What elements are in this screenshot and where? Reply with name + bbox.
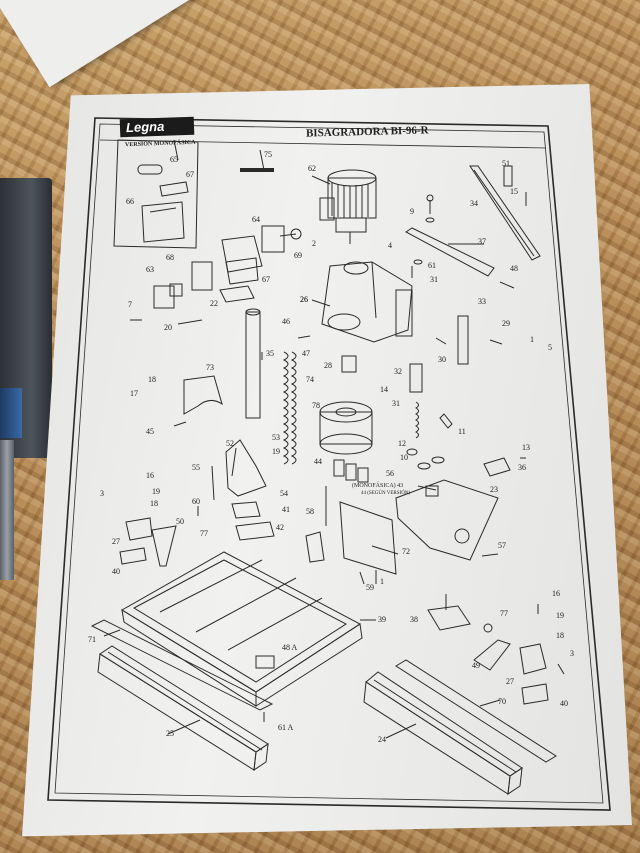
- part-label: 66: [126, 197, 134, 206]
- part-label: 28: [324, 361, 332, 370]
- part-label: 67: [186, 170, 194, 179]
- part-label: 57: [498, 541, 506, 550]
- part-label: 30: [438, 355, 446, 364]
- part-label: 9: [410, 207, 414, 216]
- part-label: 78: [312, 401, 320, 410]
- part-label: 45: [146, 427, 154, 436]
- part-label: 27: [112, 537, 120, 546]
- part-label: 5: [548, 343, 552, 352]
- part-label: 36: [518, 463, 526, 472]
- part-label: 7: [128, 300, 132, 309]
- part-label: 67: [262, 275, 270, 284]
- part-label: 62: [308, 164, 316, 173]
- part-label: 16: [146, 471, 154, 480]
- part-label: 13: [522, 443, 530, 452]
- part-label: 52: [226, 439, 234, 448]
- part-label: 34: [470, 199, 478, 208]
- part-label: 53: [272, 433, 280, 442]
- part-label: 18: [148, 375, 156, 384]
- part-label: 25: [166, 729, 174, 738]
- part-label: 29: [502, 319, 510, 328]
- part-label: 38: [410, 615, 418, 624]
- part-label: 71: [88, 635, 96, 644]
- part-label: 18: [556, 631, 564, 640]
- part-label: 68: [166, 253, 174, 262]
- part-label: 32: [394, 367, 402, 376]
- part-label: 1: [380, 577, 384, 586]
- note-alt-version: 44 (SEGÚN VERSIÓN): [361, 491, 411, 496]
- part-label: 49: [472, 661, 480, 670]
- part-label: 3: [570, 649, 574, 658]
- part-label: 51: [502, 159, 510, 168]
- part-label: 31: [430, 275, 438, 284]
- part-label: 72: [402, 547, 410, 556]
- part-label: 12: [398, 439, 406, 448]
- part-label: 77: [500, 609, 508, 618]
- part-label: 55: [192, 463, 200, 472]
- part-label: 54: [280, 489, 288, 498]
- part-label: 27: [506, 677, 514, 686]
- part-label: 63: [146, 265, 154, 274]
- part-label: 24: [378, 735, 386, 744]
- part-label: 60: [192, 497, 200, 506]
- part-label: 10: [400, 453, 408, 462]
- part-label: 61 A: [278, 723, 294, 732]
- part-label: 19: [272, 447, 280, 456]
- part-label: 19: [556, 611, 564, 620]
- parts-diagram-sheet: [22, 84, 632, 837]
- part-label: 17: [130, 389, 138, 398]
- part-label: 73: [206, 363, 214, 372]
- part-label: 75: [264, 150, 272, 159]
- part-label: 26: [300, 295, 308, 304]
- note-single-phase: (MONOFÁSICA) 43: [352, 483, 404, 489]
- part-label: 41: [282, 505, 290, 514]
- part-label: 11: [458, 427, 466, 436]
- part-label: 15: [510, 187, 518, 196]
- part-label: 61: [428, 261, 436, 270]
- part-label: 2: [312, 239, 316, 248]
- part-label: 14: [380, 385, 388, 394]
- clamp-screw: [0, 440, 14, 580]
- part-label: 65: [170, 155, 178, 164]
- part-label: 23: [490, 485, 498, 494]
- part-label: 4: [388, 241, 392, 250]
- part-label: 50: [176, 517, 184, 526]
- part-label: 44: [314, 457, 322, 466]
- part-label: 40: [560, 699, 568, 708]
- part-label: 48: [510, 264, 518, 273]
- part-label: 1: [530, 335, 534, 344]
- part-label: 35: [266, 349, 274, 358]
- part-label: 16: [552, 589, 560, 598]
- part-label: 56: [386, 469, 394, 478]
- brand-logo: Legna: [119, 116, 195, 138]
- part-label: 31: [392, 399, 400, 408]
- part-label: 77: [200, 529, 208, 538]
- part-label: 26: [300, 295, 308, 304]
- part-label: 48 A: [282, 643, 298, 652]
- part-label: 19: [152, 487, 160, 496]
- part-label: 46: [282, 317, 290, 326]
- part-label: 42: [276, 523, 284, 532]
- part-label: 33: [478, 297, 486, 306]
- clamp-handle: [0, 388, 22, 438]
- part-label: 59: [366, 583, 374, 592]
- part-label: 18: [150, 499, 158, 508]
- part-label: 39: [378, 615, 386, 624]
- part-label: 22: [210, 299, 218, 308]
- part-label: 70: [498, 697, 506, 706]
- part-label: 58: [306, 507, 314, 516]
- part-label: 47: [302, 349, 310, 358]
- part-label: 20: [164, 323, 172, 332]
- part-label: 74: [306, 375, 314, 384]
- part-label: 3: [100, 489, 104, 498]
- part-label: 64: [252, 215, 260, 224]
- part-label: 37: [478, 237, 486, 246]
- part-label: 69: [294, 251, 302, 260]
- part-label: 40: [112, 567, 120, 576]
